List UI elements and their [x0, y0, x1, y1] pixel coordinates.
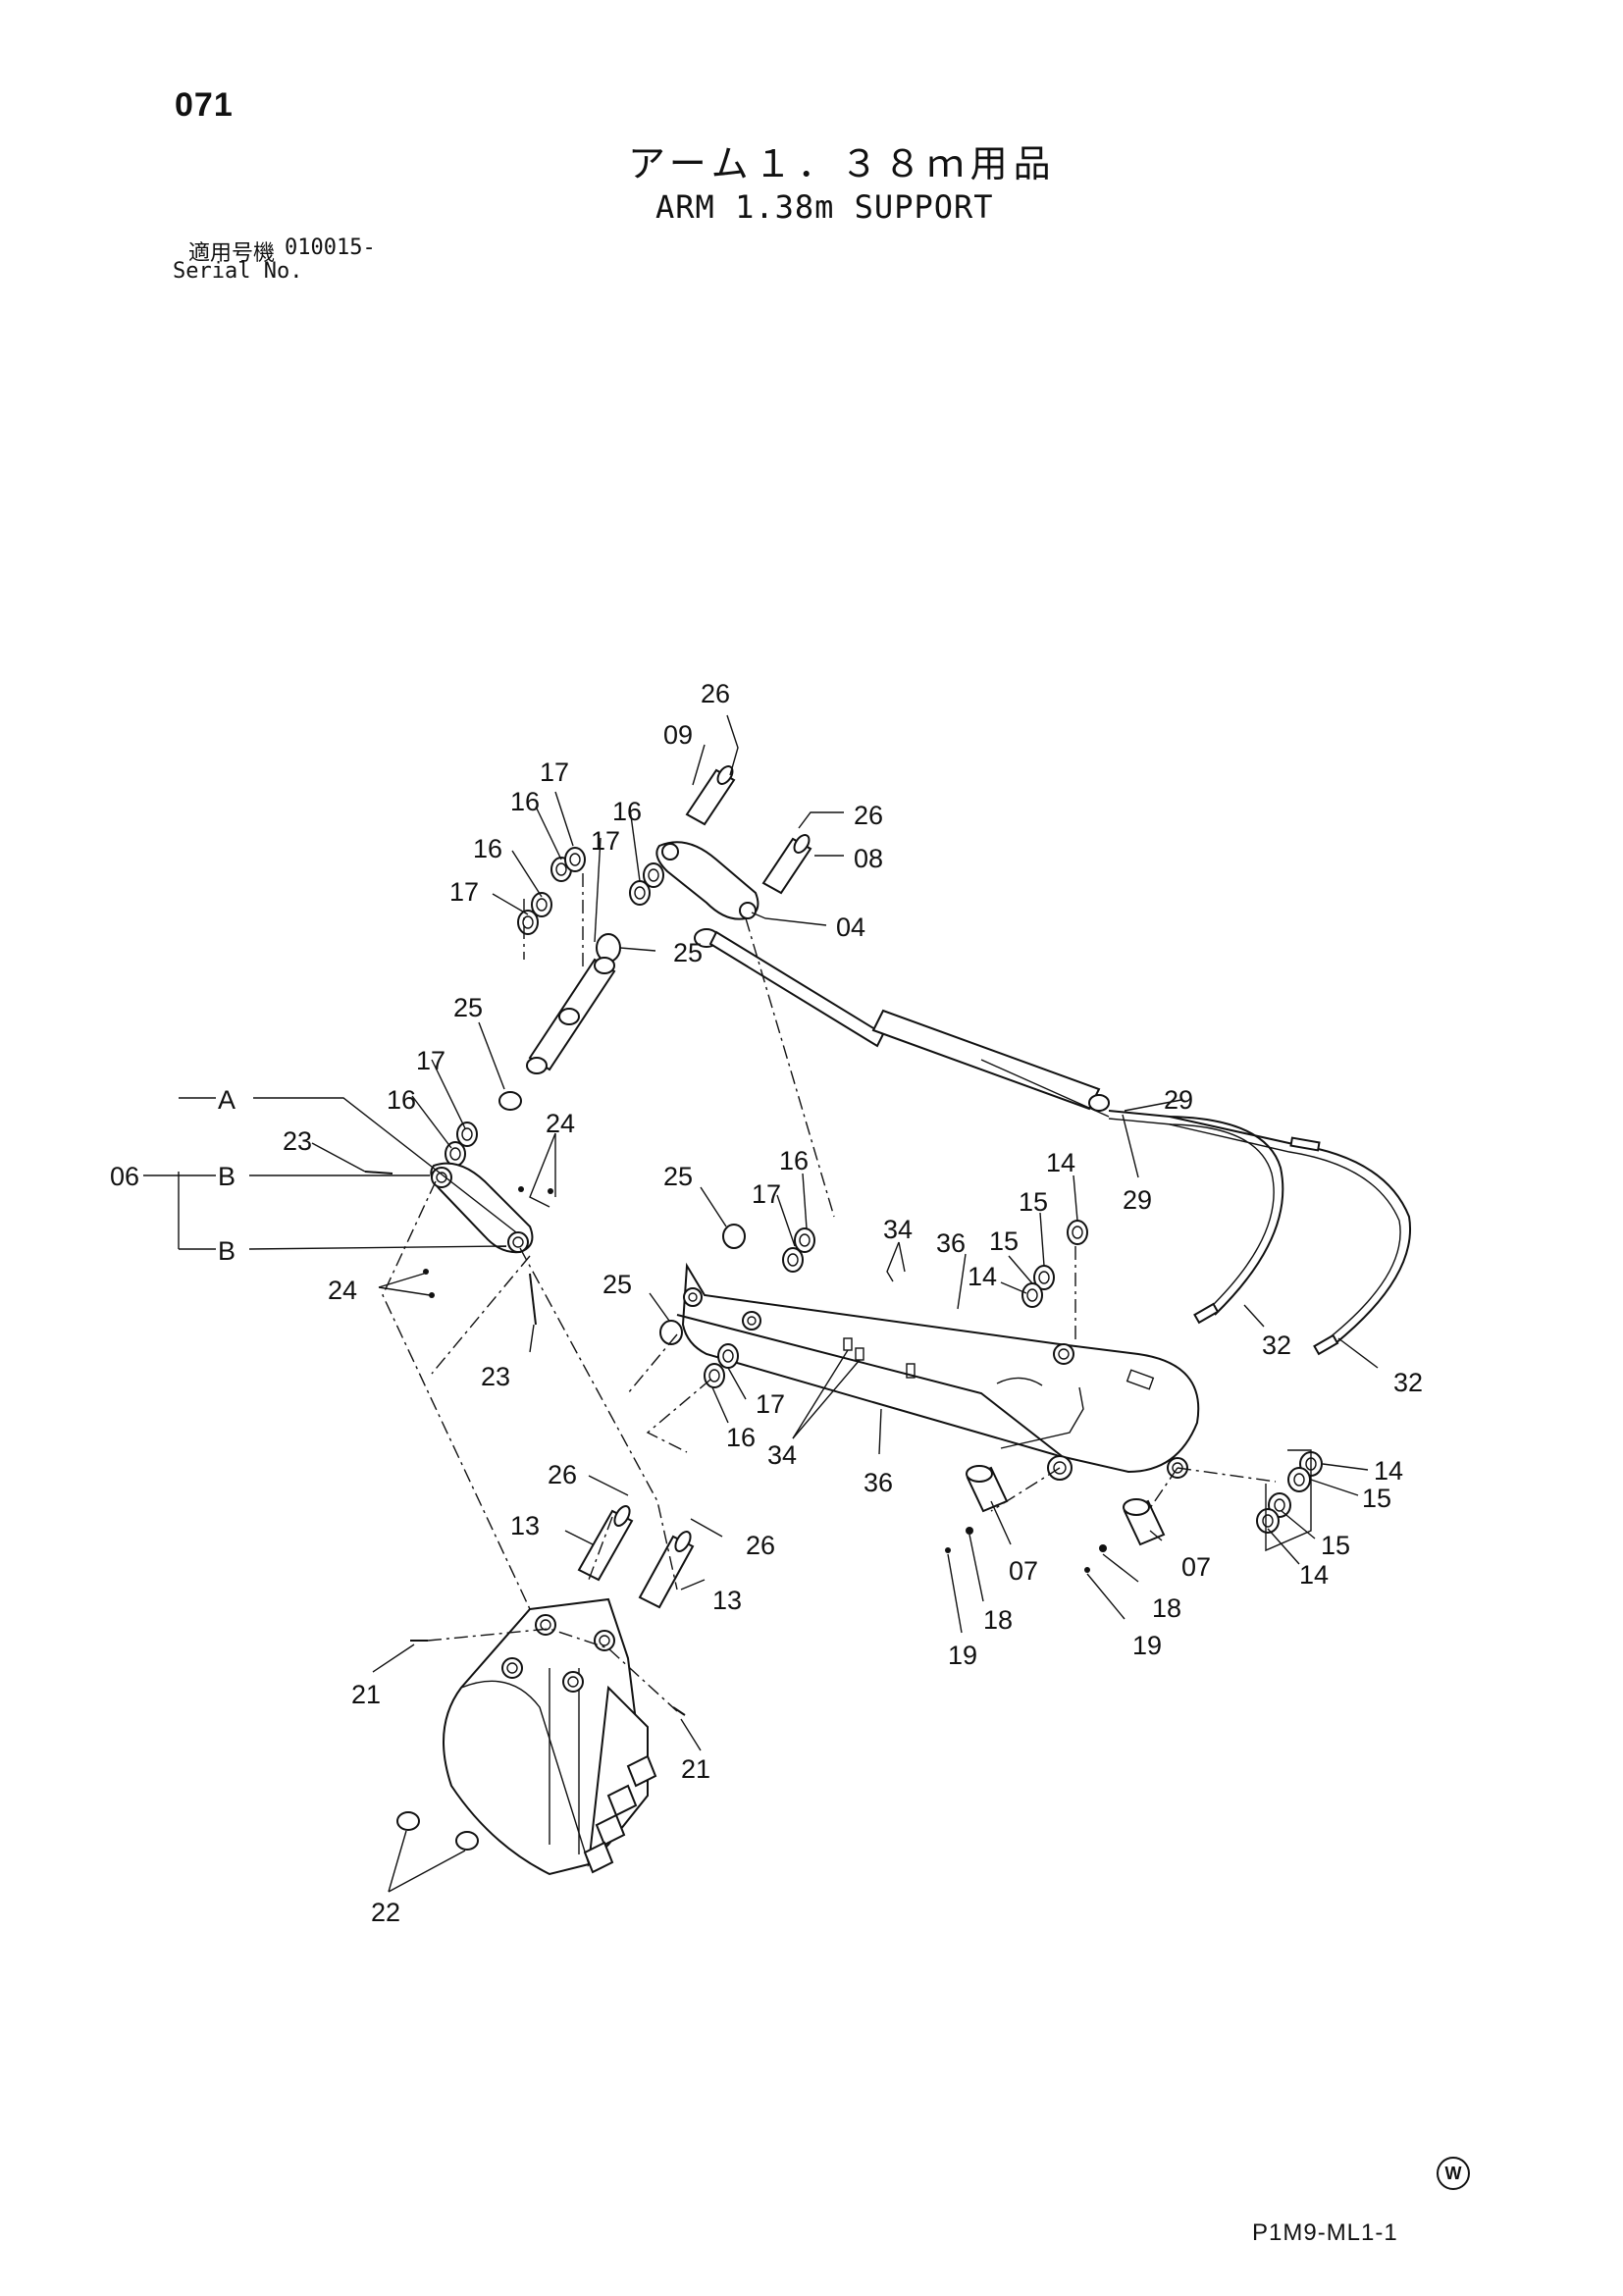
arm-cylinder	[694, 928, 1110, 1118]
callout-25: 25	[602, 1270, 632, 1299]
callout-17: 17	[752, 1179, 781, 1209]
callout-16: 16	[612, 797, 642, 826]
pin-09	[685, 765, 736, 826]
callout-15: 15	[1362, 1484, 1391, 1513]
serial-label-jp: 適用号機	[188, 241, 276, 266]
callout-18: 18	[983, 1605, 1013, 1635]
callout-17: 17	[756, 1389, 785, 1419]
callout-25: 25	[673, 938, 703, 967]
washers-14-15-right	[1256, 1451, 1323, 1534]
pin-13-right	[638, 1531, 695, 1609]
callout-29: 29	[1123, 1185, 1152, 1215]
callout-07: 07	[1009, 1556, 1038, 1586]
link-06	[430, 1162, 534, 1254]
callout-09: 09	[663, 720, 693, 750]
callout-23: 23	[283, 1126, 312, 1156]
callout-16: 16	[510, 787, 540, 816]
callout-labels: 26 09 17 16 16 17 16 17 26 08 04 25 25 1…	[110, 679, 1423, 1927]
callout-32: 32	[1393, 1368, 1423, 1397]
washers-16-17-mid	[659, 1224, 815, 1388]
callout-19: 19	[1132, 1631, 1162, 1660]
callout-17: 17	[540, 757, 569, 787]
link-cylinder-left	[526, 957, 616, 1074]
callout-24: 24	[546, 1109, 575, 1138]
callout-25: 25	[663, 1162, 693, 1191]
callout-34: 34	[883, 1215, 913, 1244]
link-04	[655, 841, 759, 920]
pin-13-left	[577, 1505, 634, 1582]
copyright-mark: W	[1437, 2157, 1470, 2190]
callout-14: 14	[1046, 1148, 1075, 1177]
callout-34: 34	[767, 1440, 797, 1470]
callout-22: 22	[371, 1898, 400, 1927]
callout-04: 04	[836, 913, 865, 942]
callout-15: 15	[1321, 1531, 1350, 1560]
callout-B: B	[218, 1236, 236, 1266]
callout-36: 36	[936, 1228, 966, 1258]
callout-16: 16	[726, 1423, 756, 1452]
callout-25: 25	[453, 993, 483, 1022]
callout-06: 06	[110, 1162, 139, 1191]
washer-group-upper	[517, 847, 664, 963]
callout-17: 17	[416, 1046, 445, 1075]
drawing-code: P1M9-ML1-1	[1252, 2219, 1398, 2246]
callout-A: A	[218, 1085, 236, 1115]
callout-17: 17	[591, 826, 620, 856]
pin-bracket-07-left	[966, 1465, 1009, 1513]
callout-32: 32	[1262, 1331, 1291, 1360]
page-title-jp: アーム１．３８ｍ用品	[628, 142, 1057, 185]
callout-15: 15	[989, 1226, 1019, 1256]
callout-14: 14	[968, 1262, 997, 1291]
callout-15: 15	[1019, 1187, 1048, 1217]
leader-lines	[143, 714, 1379, 1893]
callout-07: 07	[1181, 1552, 1211, 1582]
pin-08	[761, 834, 812, 895]
callout-17: 17	[449, 877, 479, 907]
page-title-en: ARM 1.38m SUPPORT	[655, 188, 994, 226]
callout-13: 13	[510, 1511, 540, 1540]
callout-36: 36	[864, 1468, 893, 1497]
callout-24: 24	[328, 1276, 357, 1305]
phantom-lines	[382, 873, 1277, 1712]
callout-26: 26	[746, 1531, 775, 1560]
page-number: 071	[175, 86, 234, 124]
serial-label-en: Serial No.	[173, 259, 303, 284]
callout-29: 29	[1164, 1085, 1193, 1115]
callout-21: 21	[681, 1754, 710, 1784]
hoses-32	[1108, 1110, 1411, 1356]
callout-16: 16	[387, 1085, 416, 1115]
callout-21: 21	[351, 1680, 381, 1709]
bucket	[443, 1597, 657, 1876]
serial-value: 010015-	[285, 235, 376, 260]
callout-26: 26	[701, 679, 730, 708]
arm-body	[676, 1262, 1200, 1481]
callout-16: 16	[779, 1146, 809, 1175]
callout-14: 14	[1374, 1456, 1403, 1486]
callout-23: 23	[481, 1362, 510, 1391]
callout-B: B	[218, 1162, 236, 1191]
callout-16: 16	[473, 834, 502, 863]
washers-14-15-arm	[1021, 1220, 1088, 1308]
callout-26: 26	[854, 801, 883, 830]
callout-13: 13	[712, 1586, 742, 1615]
callout-18: 18	[1152, 1593, 1181, 1623]
callout-14: 14	[1299, 1560, 1329, 1590]
callout-26: 26	[548, 1460, 577, 1489]
callout-08: 08	[854, 844, 883, 873]
callout-19: 19	[948, 1641, 977, 1670]
